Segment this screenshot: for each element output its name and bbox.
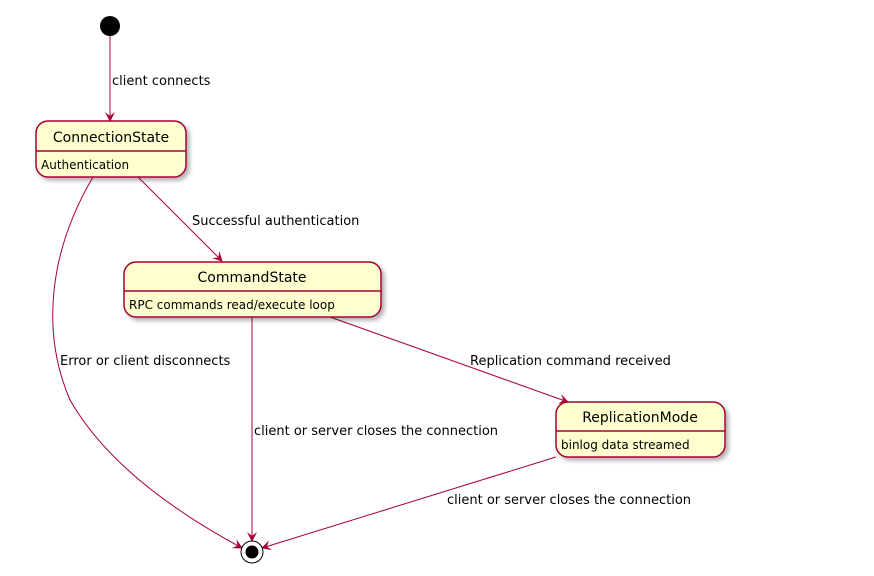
state-command-desc: RPC commands read/execute loop	[129, 298, 335, 312]
state-command-title: CommandState	[197, 270, 306, 286]
state-connection-title: ConnectionState	[53, 130, 169, 146]
state-connection[interactable]	[35, 120, 187, 178]
label-command-to-replication: Replication command received	[470, 354, 671, 369]
edge-connection-to-end	[52, 176, 243, 549]
label-connection-to-end: Error or client disconnects	[60, 354, 231, 369]
state-replication[interactable]	[555, 401, 726, 458]
end-node	[240, 540, 264, 564]
state-replication-desc: binlog data streamed	[561, 438, 690, 452]
edge-command-to-replication	[329, 316, 569, 404]
state-replication-title: ReplicationMode	[582, 410, 698, 426]
state-command[interactable]	[123, 261, 382, 318]
label-connection-to-command: Successful authentication	[192, 214, 359, 229]
label-replication-to-end: client or server closes the connection	[447, 493, 691, 508]
edge-replication-to-end	[261, 456, 557, 551]
label-command-to-end: client or server closes the connection	[254, 424, 498, 439]
edge-connection-to-command	[137, 176, 223, 262]
label-start-to-connection: client connects	[112, 74, 211, 89]
state-connection-desc: Authentication	[41, 158, 129, 172]
start-node	[100, 16, 120, 36]
